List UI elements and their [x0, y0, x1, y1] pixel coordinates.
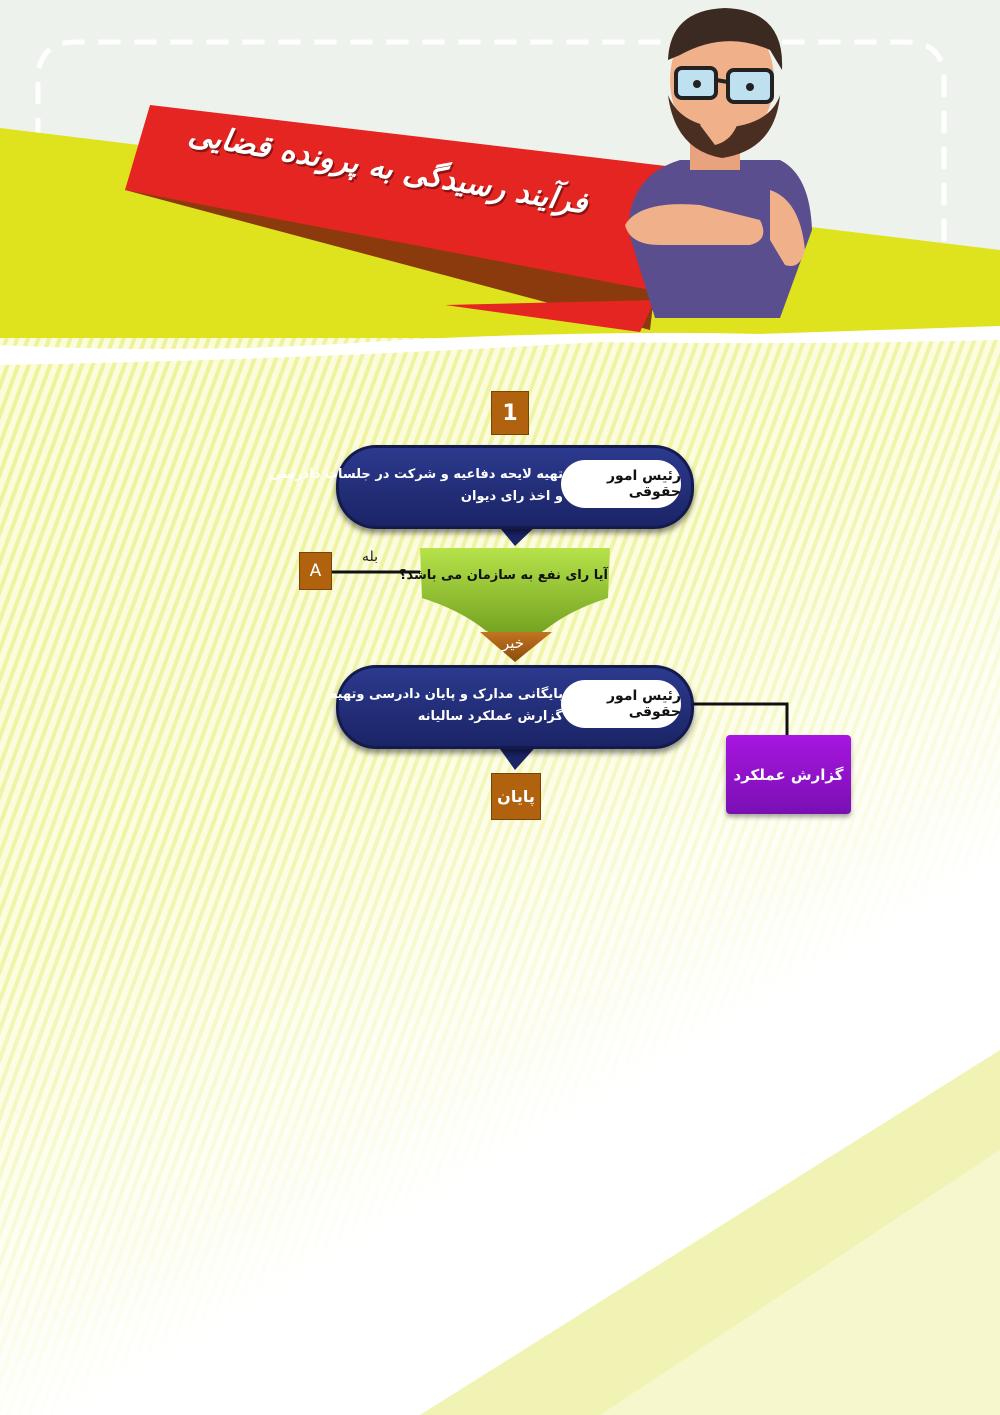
step2-text-line2: گزارش عملکرد سالیانه — [417, 709, 563, 724]
start-badge: 1 — [491, 391, 529, 435]
step1-text-line2: و اخذ رای دیوان — [460, 489, 563, 504]
dashed-frame — [35, 39, 947, 320]
report-box: گزارش عملکرد — [726, 735, 851, 814]
step2-role: رئیس امور حقوقی — [561, 680, 681, 728]
step2-text-line1: بایگانی مدارک و پایان دادرسی وتهیه — [329, 687, 563, 702]
yes-label: بله — [362, 549, 379, 565]
report-connector — [688, 702, 789, 735]
step2-box: رئیس امور حقوقی بایگانی مدارک و پایان دا… — [329, 665, 694, 749]
no-label: خیر — [502, 634, 525, 652]
step2-tip — [495, 742, 540, 770]
step1-box: رئیس امور حقوقی تهیه لایحه دفاعیه و شرکت… — [269, 445, 694, 529]
banner-red — [125, 105, 700, 290]
step1-text-line1: تهیه لایحه دفاعیه و شرکت در جلسات دادرسی — [269, 467, 563, 482]
character-illustration — [625, 8, 812, 318]
step1-role: رئیس امور حقوقی — [561, 460, 681, 508]
no-arrow — [480, 632, 552, 662]
connector-a-badge: A — [299, 552, 332, 590]
step2-text: بایگانی مدارک و پایان دادرسی وتهیه گزارش… — [329, 684, 563, 728]
end-badge: پایان — [491, 773, 541, 820]
decision-question: آیا رای نفع به سازمان می باشد؟ — [398, 568, 608, 583]
decision-shape — [420, 548, 610, 640]
step1-text: تهیه لایحه دفاعیه و شرکت در جلسات دادرسی… — [269, 464, 563, 508]
